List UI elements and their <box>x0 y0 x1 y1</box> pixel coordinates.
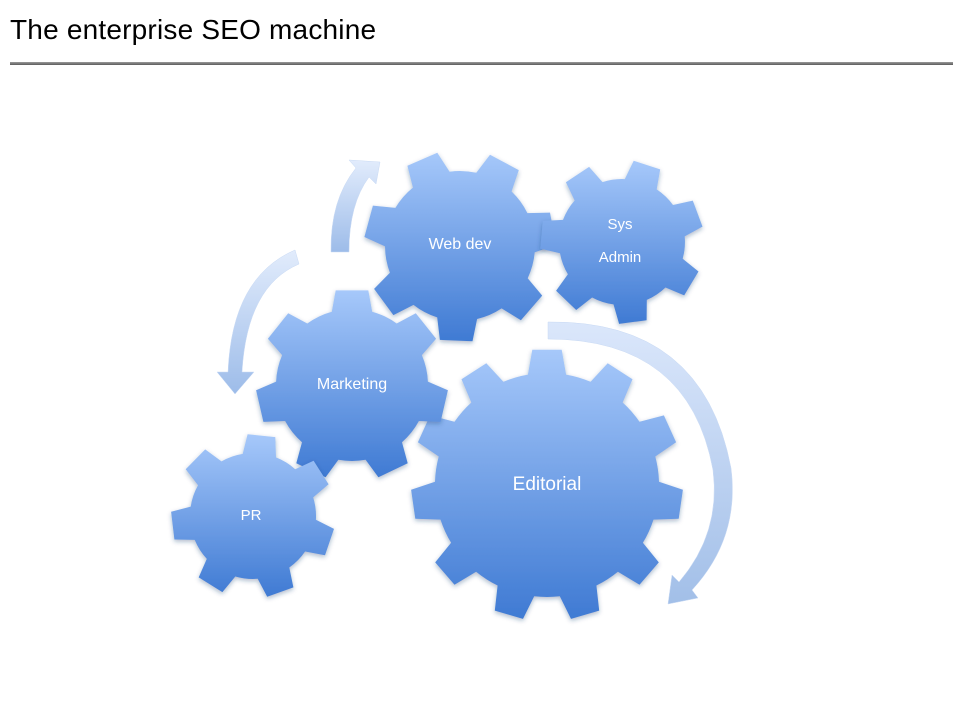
arrow-top-to-editorial <box>547 321 733 605</box>
gear-pr-shape <box>171 434 334 597</box>
editorial-gear <box>411 349 683 619</box>
marketing-label: Marketing <box>317 376 387 393</box>
gear-webdev-shape <box>364 152 556 342</box>
title-divider <box>10 62 953 65</box>
marketing-gear <box>256 290 448 478</box>
sys-admin-label-line1: Sys <box>607 216 632 233</box>
slide-title: The enterprise SEO machine <box>10 14 377 45</box>
sys-admin-gear <box>540 160 703 324</box>
pr-label: PR <box>241 507 262 524</box>
arrow-webdev-to-top <box>330 159 381 253</box>
sys-admin-label-line2: Admin <box>599 249 642 266</box>
gear-sysadmin-shape <box>540 160 703 324</box>
gear-editorial-shape <box>411 349 683 619</box>
gear-marketing-shape <box>256 290 448 478</box>
arrow-marketing-to-pr <box>216 249 300 395</box>
cycle-arrows <box>216 159 733 605</box>
web-dev-gear <box>364 152 556 342</box>
editorial-label: Editorial <box>513 474 582 495</box>
web-dev-label: Web dev <box>429 236 492 253</box>
pr-gear <box>171 434 334 597</box>
